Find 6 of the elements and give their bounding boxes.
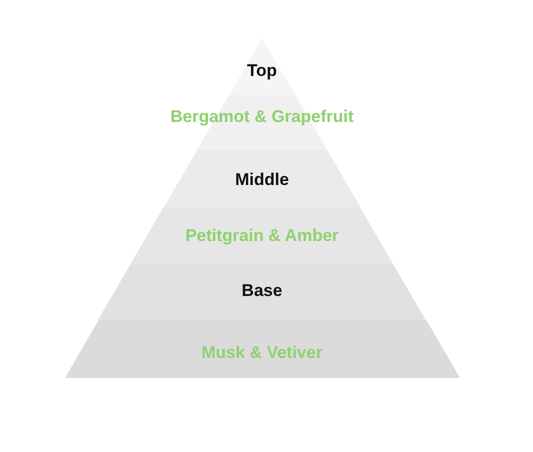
band-label: Top — [246, 61, 278, 81]
band-label: Middle — [234, 170, 290, 190]
band-label: Base — [240, 281, 284, 301]
band-label: Musk & Vetiver — [200, 343, 324, 363]
band-label: Bergamot & Grapefruit — [169, 107, 355, 127]
band-label: Petitgrain & Amber — [184, 226, 340, 246]
